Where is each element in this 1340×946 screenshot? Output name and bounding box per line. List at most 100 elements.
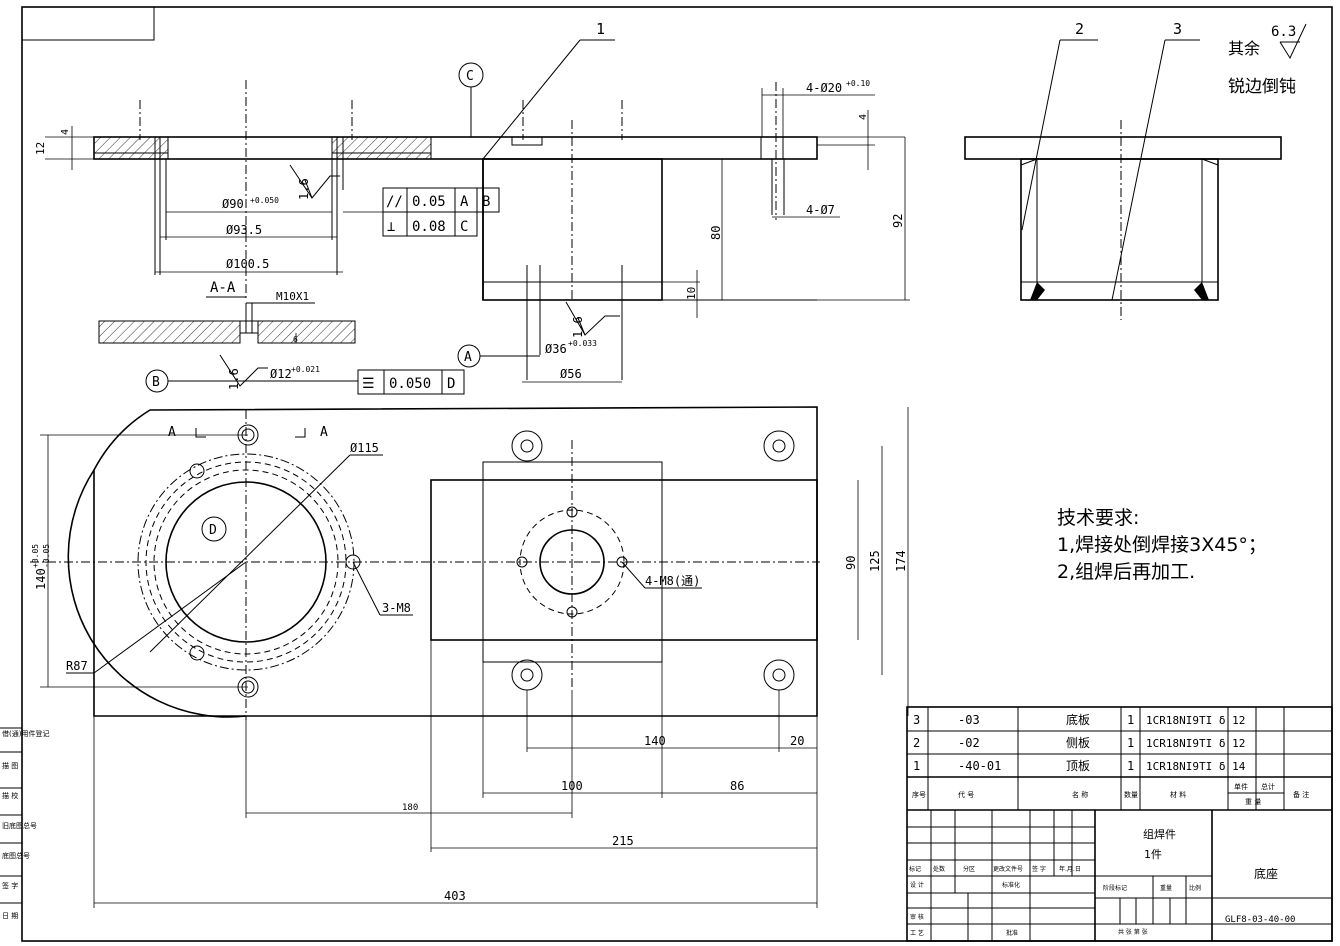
tb-weight: 重量 <box>1160 884 1172 892</box>
tb-scale: 比例 <box>1189 884 1201 892</box>
bom-head-total: 总计 <box>1261 782 1275 791</box>
dim-v90: 90 <box>844 556 858 570</box>
dim-3m8: 3-M8 <box>382 601 411 615</box>
cut-a-right: A <box>320 425 328 440</box>
side-label: 描 校 <box>2 791 18 800</box>
tb-craft: 工 艺 <box>910 929 924 937</box>
dim-d12: Ø12 <box>270 367 292 381</box>
gdt-parallel: // <box>386 194 403 210</box>
hole-m8-3 <box>345 554 361 570</box>
hatch-left <box>93 136 169 160</box>
thread-m10: M10X1 <box>276 290 309 303</box>
dim-h180: 180 <box>402 803 418 813</box>
bom-cell-qty: 1 <box>1127 759 1134 773</box>
balloon-3: 3 <box>1173 20 1182 38</box>
dim-v140-tol-up: +0.05 <box>31 544 40 568</box>
bom-cell-name: 侧板 <box>1066 736 1090 750</box>
tb-approve: 批准 <box>1006 929 1018 937</box>
bom-cell-no: 3 <box>913 713 920 727</box>
tb-stage: 阶段标记 <box>1103 884 1127 892</box>
gdt-datum-a: A <box>460 194 469 210</box>
bom-cell-qty: 1 <box>1127 713 1134 727</box>
side-label: 签 字 <box>2 881 18 890</box>
tb-cnt: 处数 <box>933 865 945 873</box>
corner-holes <box>511 430 795 691</box>
tb-docno: 更改文件号 <box>993 865 1023 873</box>
tech-title: 技术要求: <box>1057 507 1139 529</box>
tb-zone: 分区 <box>963 865 975 873</box>
bom-head-remark: 备 注 <box>1293 790 1309 799</box>
side-label: 底图总号 <box>2 851 30 860</box>
section-label: A-A <box>210 280 236 296</box>
side-label: 日 期 <box>2 912 18 920</box>
gdt-symmetry: ☰ <box>362 376 375 392</box>
bom-cell-name: 底板 <box>1066 712 1090 727</box>
bom-cell-material: 1CR18NI9TI δ 12 <box>1146 714 1245 727</box>
bom-head-qty: 数量 <box>1124 790 1138 799</box>
dim-4d20: 4-Ø20 <box>806 81 842 95</box>
side-table: 借(通)用件登记 描 图 描 校 旧底图总号 底图总号 签 字 日 期 <box>0 727 49 920</box>
datum-c: C <box>466 69 474 84</box>
dim-v140: 140 <box>34 568 48 590</box>
tb-sheets: 共 张 第 张 <box>1118 928 1148 936</box>
tb-weldment: 组焊件 <box>1143 827 1176 841</box>
gdt-datum-d: D <box>447 376 455 392</box>
bom-cell-code: -03 <box>958 713 980 727</box>
datum-a: A <box>464 350 472 365</box>
bom-cell-no: 2 <box>913 736 920 750</box>
dim-d36: Ø36 <box>545 342 567 356</box>
dim-d115: Ø115 <box>350 441 379 455</box>
side-label: 借(通)用件登记 <box>2 729 49 738</box>
dim-d56: Ø56 <box>560 367 582 381</box>
tb-date: 年.月.日 <box>1059 865 1081 873</box>
tech-requirements: 技术要求: 1,焊接处倒焊接3X45°； 2,组焊后再加工. <box>1057 507 1267 583</box>
tb-count: 1件 <box>1144 848 1162 861</box>
rest-value: 6.3 <box>1271 24 1296 40</box>
bom-cell-qty: 1 <box>1127 736 1134 750</box>
bom-cell-code: -40-01 <box>958 759 1001 773</box>
hole-m8-2 <box>189 645 205 661</box>
roughness-2: 1.6 <box>571 316 585 338</box>
bom-cell-no: 1 <box>913 759 920 773</box>
bom-head-name: 名 称 <box>1072 790 1088 799</box>
dim-d36-tol: +0.033 <box>568 339 597 348</box>
front-view <box>93 80 818 380</box>
dim-6: 6 <box>293 335 298 344</box>
gdt-perp: ⊥ <box>387 219 395 235</box>
tech-line-1: 1,焊接处倒焊接3X45°； <box>1057 534 1267 556</box>
front-dims: 12 4 Ø90 +0.050 Ø93.5 Ø100.5 1.6 // 0.05… <box>34 20 910 383</box>
bom-table: 3 -03 底板 1 1CR18NI9TI δ 12 2 -02 侧板 1 1CR18NI9TI … <box>906 706 1333 942</box>
tb-drawing-no: GLF8-03-40-00 <box>1225 915 1295 925</box>
tb-design: 设 计 <box>910 881 924 889</box>
dim-d90-tol: +0.050 <box>250 196 279 205</box>
dim-v174: 174 <box>894 550 908 572</box>
dim-d1005: Ø100.5 <box>226 257 269 271</box>
datum-d: D <box>209 523 217 538</box>
dim-4m8: 4-M8(通) <box>645 574 700 588</box>
dim-r87: R87 <box>66 659 88 673</box>
dim-d12-tol: +0.021 <box>291 365 320 374</box>
drawing-frame <box>21 6 1333 942</box>
side-label: 旧底图总号 <box>2 821 37 830</box>
dim-80: 80 <box>709 226 723 240</box>
section-hatch-left <box>98 320 241 344</box>
bom-cell-material: 1CR18NI9TI δ 12 <box>1146 737 1245 750</box>
dim-h140: 140 <box>644 734 666 748</box>
roughness-rest: 其余 6.3 锐边倒钝 <box>1228 23 1307 97</box>
datum-b: B <box>152 375 160 390</box>
dim-10: 10 <box>685 287 698 300</box>
bom-head-material: 材 料 <box>1170 790 1186 799</box>
gdt-val-3: 0.050 <box>389 376 431 392</box>
bom-head-no: 序号 <box>912 790 926 799</box>
dim-4d20-tol: +0.10 <box>846 79 870 88</box>
bom-cell-code: -02 <box>958 736 980 750</box>
dim-h20: 20 <box>790 734 804 748</box>
rest-label: 其余 <box>1228 39 1260 58</box>
tech-line-2: 2,组焊后再加工. <box>1057 561 1195 583</box>
roughness-1: 1.6 <box>297 178 311 200</box>
dim-h86: 86 <box>730 779 744 793</box>
bom-head-weight: 重 量 <box>1245 798 1261 806</box>
bom-cell-material: 1CR18NI9TI δ 14 <box>1146 760 1246 773</box>
gdt-datum-b: B <box>482 194 490 210</box>
tb-check: 审 核 <box>910 913 924 921</box>
